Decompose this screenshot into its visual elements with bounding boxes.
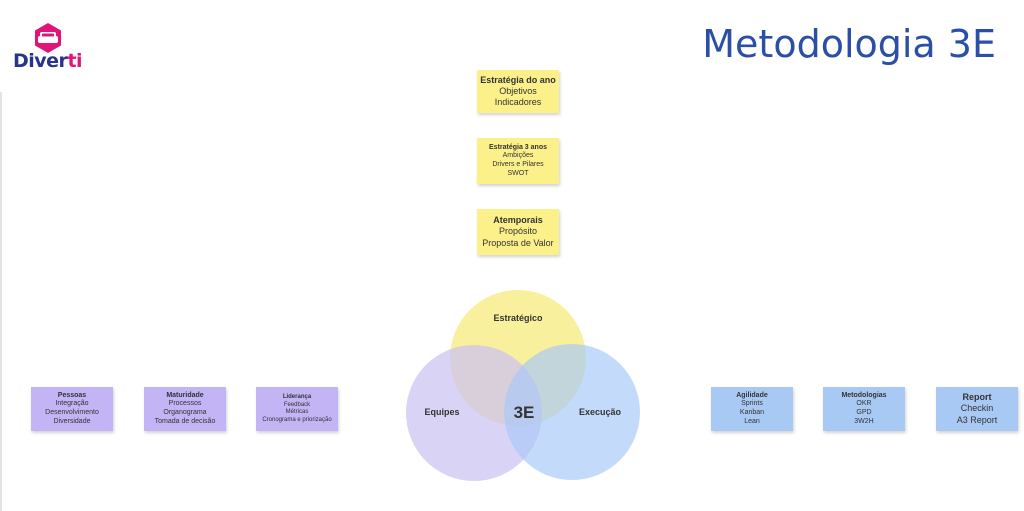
note-line: A3 Report — [956, 414, 998, 425]
note-title: Atemporais — [493, 215, 543, 226]
note-estrategia-ano[interactable]: Estratégia do ano Objetivos Indicadores — [477, 70, 559, 113]
venn-label-execucao: Execução — [579, 407, 622, 417]
note-title: Metodologias — [841, 391, 887, 399]
note-line: Kanban — [739, 409, 765, 416]
note-line: Organograma — [163, 409, 207, 416]
note-title: Agilidade — [736, 391, 768, 399]
venn-circle-equipes[interactable] — [406, 345, 542, 481]
note-line: Indicadores — [494, 97, 542, 108]
note-line: Proposta de Valor — [482, 237, 554, 248]
note-line: Integração — [55, 400, 89, 408]
note-atemporais[interactable]: Atemporais Propósito Proposta de Valor — [477, 209, 559, 255]
note-metodologias[interactable]: Metodologias OKR GPD 3W2H — [823, 387, 905, 431]
note-title: Liderança — [282, 394, 312, 400]
canvas-left-edge — [0, 92, 2, 511]
note-line: Tomada de decisão — [154, 417, 216, 425]
note-title: Maturidade — [166, 391, 204, 399]
note-line: 3W2H — [854, 417, 874, 425]
venn-label-estrategico: Estratégico — [493, 313, 543, 323]
note-line: Drivers e Pilares — [492, 161, 544, 168]
note-line: Processos — [168, 400, 202, 408]
venn-circle-execucao[interactable] — [504, 344, 640, 480]
logo-wordmark-suffix: ti — [67, 50, 83, 72]
diverti-logo — [35, 23, 61, 53]
venn-label-equipes: Equipes — [424, 407, 459, 417]
note-lideranca[interactable]: Liderança Feedback Métricas Cronograma e… — [256, 387, 338, 431]
note-line: Sprints — [741, 400, 763, 408]
note-agilidade[interactable]: Agilidade Sprints Kanban Lean — [711, 387, 793, 431]
note-line: Lean — [744, 417, 760, 425]
logo-wordmark-prefix: Diver — [13, 50, 68, 72]
note-line: Métricas — [285, 409, 309, 415]
note-pessoas[interactable]: Pessoas Integração Desenvolvimento Diver… — [31, 387, 113, 431]
note-line: SWOT — [507, 169, 529, 177]
note-line: Objetivos — [499, 85, 537, 96]
note-estrategia-3-anos[interactable]: Estratégia 3 anos Ambições Drivers e Pil… — [477, 138, 559, 184]
note-report[interactable]: Report Checkin A3 Report — [936, 387, 1018, 431]
venn-diagram: Estratégico Equipes Execução 3E — [406, 290, 640, 481]
note-line: Cronograma e priorização — [262, 416, 332, 423]
note-line: Checkin — [960, 403, 994, 414]
note-title: Pessoas — [57, 391, 87, 399]
note-title: Report — [962, 392, 992, 403]
note-line: Desenvolvimento — [45, 409, 99, 416]
note-title: Estratégia 3 anos — [489, 143, 547, 151]
logo-wordmark: Diverti — [13, 50, 83, 72]
note-line: OKR — [856, 400, 872, 408]
note-line: Feedback — [283, 401, 311, 408]
note-line: Propósito — [498, 226, 538, 237]
note-line: Diversidade — [53, 417, 91, 425]
venn-center-label: 3E — [514, 403, 535, 422]
note-line: Ambições — [502, 152, 534, 160]
note-title: Estratégia do ano — [480, 74, 556, 85]
note-maturidade[interactable]: Maturidade Processos Organograma Tomada … — [144, 387, 226, 431]
page-title: Metodologia 3E — [702, 22, 996, 66]
note-line: GPD — [856, 409, 872, 416]
